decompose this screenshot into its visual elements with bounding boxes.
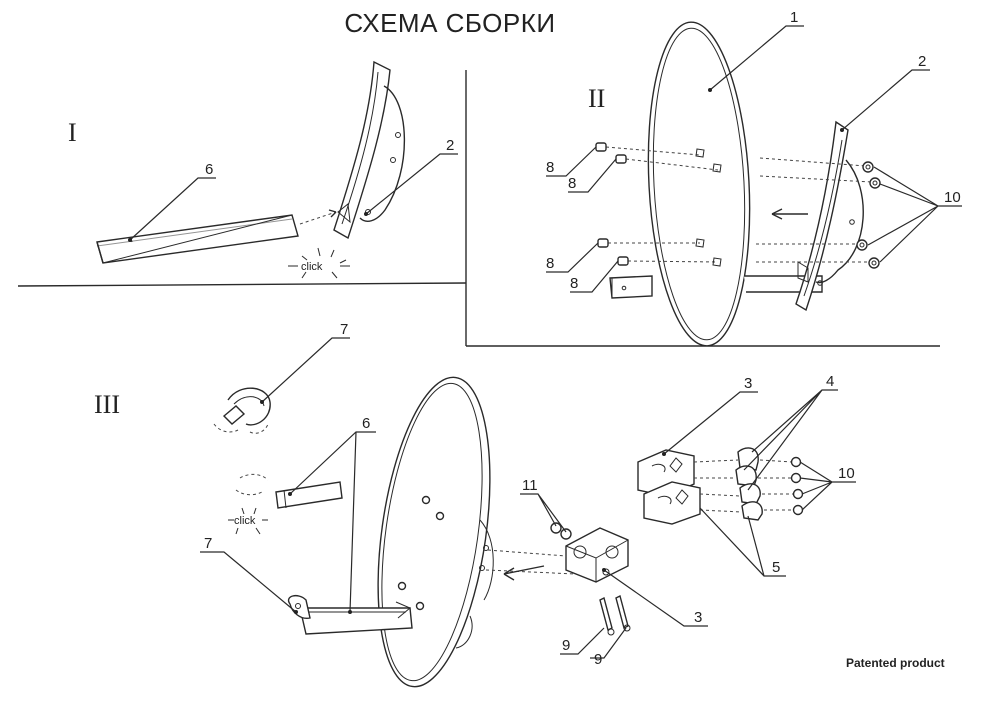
step-3-callouts: 7 6 7 11 3 4 10 5 3: [200, 321, 856, 668]
clip-part-7-top: [213, 387, 271, 434]
callout-9b: 9: [594, 651, 602, 668]
direction-arrow-3: [503, 565, 545, 581]
callout-4: 4: [826, 373, 834, 390]
callout-7b: 7: [204, 535, 212, 552]
step-3-drawing: click: [200, 321, 856, 688]
callout-11: 11: [522, 477, 538, 494]
bolts-part-9: [599, 594, 631, 636]
callout-5: 5: [772, 559, 780, 576]
click-label-3: click: [234, 515, 256, 527]
click-label-1: click: [301, 261, 323, 273]
clamps-part-4: [735, 447, 763, 521]
callout-2: 2: [446, 137, 454, 154]
callout-9a: 9: [562, 637, 570, 654]
bracket-plates-part-3-5: [637, 449, 701, 525]
bracket-part-2: [333, 60, 406, 240]
nuts-part-11: [550, 522, 572, 540]
dish-part-1: [647, 21, 751, 347]
tube-mount-step3: [287, 594, 413, 635]
step-2-drawing: 1 2 10 8 8 8 8: [546, 9, 962, 347]
page-title: СХЕМА СБОРКИ: [344, 8, 556, 38]
nuts-part-10-step3: [790, 456, 804, 516]
callout-10b: 10: [838, 465, 855, 482]
alignment-lines-2: [605, 146, 873, 263]
callout-8b: 8: [568, 175, 576, 192]
callout-6c: 6: [362, 415, 370, 432]
callout-3a: 3: [744, 375, 752, 392]
callout-10: 10: [944, 189, 961, 206]
tube-piece-step3: [235, 473, 343, 509]
alignment-lines-3: [485, 549, 577, 575]
direction-arrow-2: [771, 208, 808, 220]
callout-8d: 8: [570, 275, 578, 292]
bolts-part-8: [595, 142, 629, 266]
callout-7a: 7: [340, 321, 348, 338]
step-1-drawing: click 6 2: [96, 60, 458, 279]
bracket-part-2-step2: [795, 120, 864, 312]
click-burst-3: click: [228, 507, 268, 535]
step-label-3: III: [94, 390, 120, 419]
callout-3b: 3: [694, 609, 702, 626]
nuts-part-10: [856, 161, 881, 269]
mount-bracket-part-3: [565, 527, 629, 583]
alignment-lines-3b: [693, 459, 794, 513]
callout-8a: 8: [546, 159, 554, 176]
callout-2b: 2: [918, 53, 926, 70]
tube-part-6: [96, 214, 299, 264]
step-2-callouts: 1 2 10 8 8 8 8: [546, 9, 962, 293]
click-burst-1: click: [288, 247, 350, 279]
callout-1: 1: [790, 9, 798, 26]
callout-8c: 8: [546, 255, 554, 272]
dish-part-1-step3: [377, 376, 494, 688]
footer-note: Patented product: [846, 656, 945, 670]
step-1-callouts: 6 2: [128, 137, 458, 242]
step-label-1: I: [68, 118, 77, 147]
callout-6: 6: [205, 161, 213, 178]
step-label-2: II: [588, 84, 606, 113]
